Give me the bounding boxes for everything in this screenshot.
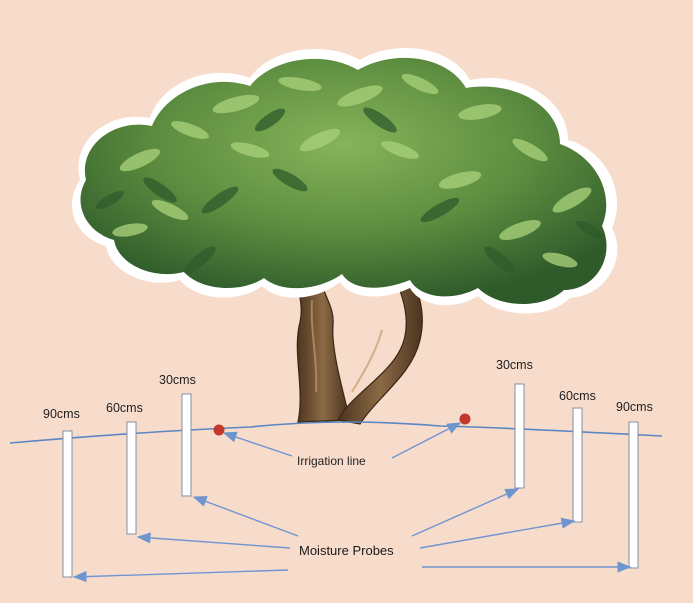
depth-label-left-90: 90cms (43, 407, 80, 421)
depth-label-left-60: 60cms (106, 401, 143, 415)
probe-left-60 (127, 422, 136, 534)
probe-left-90 (63, 431, 72, 577)
depth-label-right-60: 60cms (559, 389, 596, 403)
probe-left-30 (182, 394, 191, 496)
depth-label-right-90: 90cms (616, 400, 653, 414)
probe-right-60 (573, 408, 582, 522)
irrigation-emitter-right (460, 414, 471, 425)
irrigation-emitter-left (214, 425, 225, 436)
moisture-probes-label: Moisture Probes (299, 543, 394, 558)
depth-label-left-30: 30cms (159, 373, 196, 387)
probe-right-90 (629, 422, 638, 568)
irrigation-line-label: Irrigation line (297, 454, 366, 468)
probe-right-30 (515, 384, 524, 488)
depth-label-right-30: 30cms (496, 358, 533, 372)
